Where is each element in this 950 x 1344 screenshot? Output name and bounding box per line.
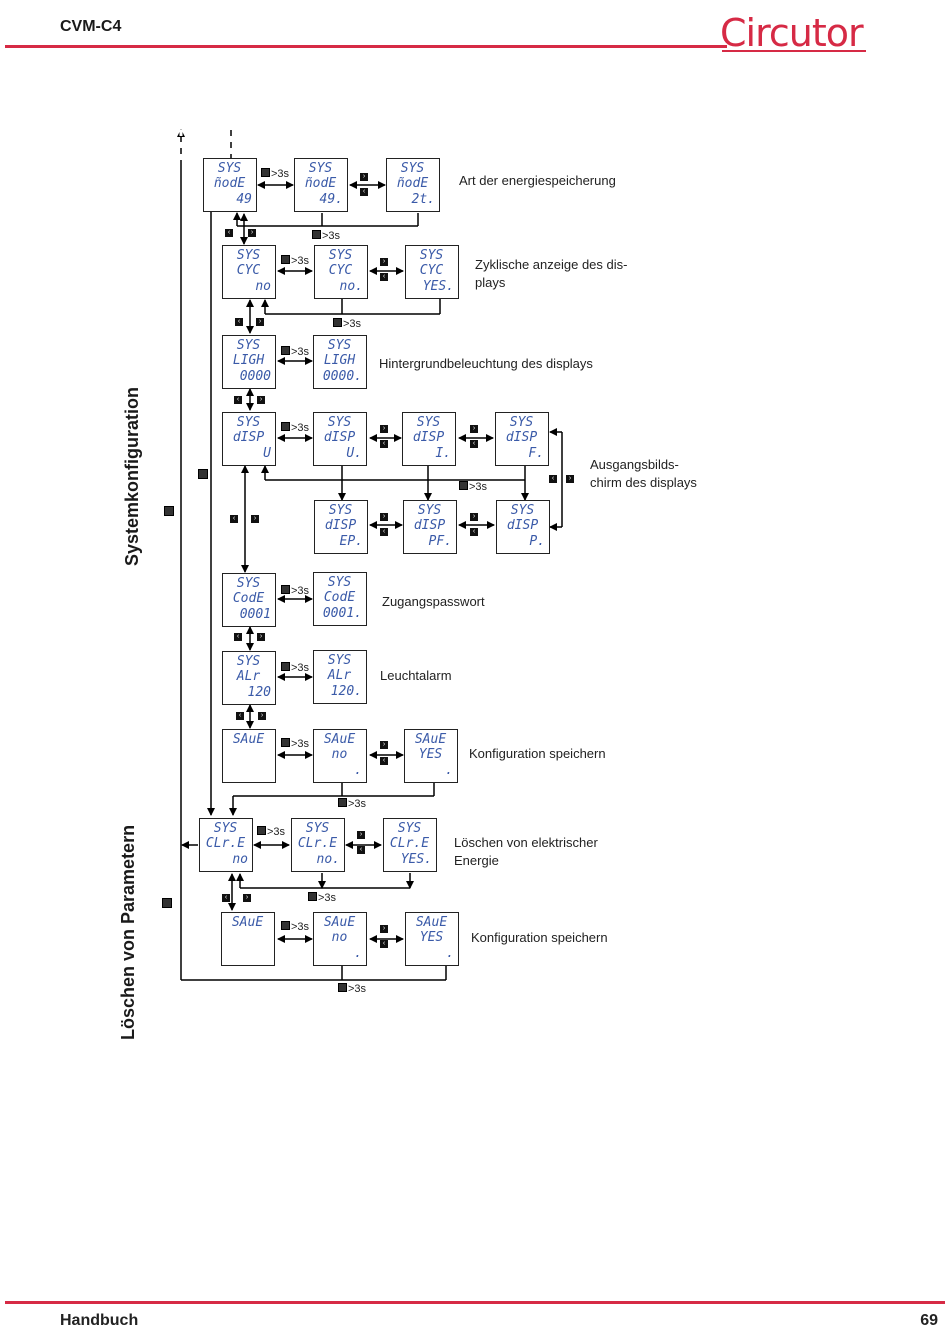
right-key-icon: › — [360, 173, 368, 181]
right-key-icon: › — [248, 229, 256, 237]
left-key-icon: ‹ — [380, 440, 388, 448]
right-key-icon: › — [470, 425, 478, 433]
left-key-icon: ‹ — [470, 528, 478, 536]
hold-3s-label: >3s — [281, 585, 309, 597]
right-key-icon: › — [251, 515, 259, 523]
display-save-1: SAuE — [222, 729, 276, 783]
desc-light-alarm: Leuchtalarm — [380, 668, 452, 683]
desc-save-config: Konfiguration speichern — [469, 746, 606, 761]
set-key-icon — [164, 506, 174, 516]
hold-3s-label: >3s — [459, 481, 487, 493]
right-key-icon: › — [243, 894, 251, 902]
right-key-icon: › — [256, 318, 264, 326]
left-key-icon: ‹ — [380, 273, 388, 281]
footer-rule — [5, 1301, 945, 1304]
circutor-logo: Circutor — [720, 11, 864, 55]
left-key-icon: ‹ — [549, 475, 557, 483]
right-key-icon: › — [380, 741, 388, 749]
left-key-icon: ‹ — [222, 894, 230, 902]
hold-3s-label: >3s — [333, 318, 361, 330]
desc-clear-energy: Löschen von elektrischer Energie — [454, 835, 598, 868]
left-key-icon: ‹ — [234, 633, 242, 641]
footer-manual: Handbuch — [60, 1312, 139, 1329]
hold-3s-label: >3s — [257, 826, 285, 838]
hold-3s-label: >3s — [312, 230, 340, 242]
left-key-icon: ‹ — [235, 318, 243, 326]
left-key-icon: ‹ — [357, 846, 365, 854]
hold-3s-label: >3s — [281, 346, 309, 358]
set-key-icon — [162, 898, 172, 908]
left-key-icon: ‹ — [470, 440, 478, 448]
desc-password: Zugangspasswort — [382, 594, 485, 609]
right-key-icon: › — [470, 513, 478, 521]
left-key-icon: ‹ — [225, 229, 233, 237]
right-key-icon: › — [380, 425, 388, 433]
desc-energy-storage: Art der energiespeicherung — [459, 173, 616, 188]
page-number: 69 — [920, 1312, 938, 1329]
set-key-icon — [198, 469, 208, 479]
hold-3s-label: >3s — [281, 255, 309, 267]
left-key-icon: ‹ — [234, 396, 242, 404]
left-key-icon: ‹ — [360, 188, 368, 196]
left-key-icon: ‹ — [230, 515, 238, 523]
hold-3s-label: >3s — [281, 738, 309, 750]
desc-output-screen: Ausgangsbilds-chirm des displays — [590, 457, 697, 490]
right-key-icon: › — [257, 396, 265, 404]
desc-backlight: Hintergrundbeleuchtung des displays — [379, 356, 593, 371]
right-key-icon: › — [380, 513, 388, 521]
right-key-icon: › — [380, 925, 388, 933]
right-key-icon: › — [258, 712, 266, 720]
logo-underline — [722, 50, 866, 52]
hold-3s-label: >3s — [281, 662, 309, 674]
right-key-icon: › — [566, 475, 574, 483]
hold-3s-label: >3s — [261, 168, 289, 180]
document-header-title: CVM-C4 — [60, 18, 122, 35]
hold-3s-label: >3s — [338, 983, 366, 995]
hold-3s-label: >3s — [308, 892, 336, 904]
header-rule — [5, 45, 727, 48]
right-key-icon: › — [257, 633, 265, 641]
left-key-icon: ‹ — [236, 712, 244, 720]
hold-3s-label: >3s — [281, 422, 309, 434]
left-key-icon: ‹ — [380, 757, 388, 765]
hold-3s-label: >3s — [338, 798, 366, 810]
hold-3s-label: >3s — [281, 921, 309, 933]
right-key-icon: › — [380, 258, 388, 266]
right-key-icon: › — [357, 831, 365, 839]
left-key-icon: ‹ — [380, 940, 388, 948]
desc-save-config-2: Konfiguration speichern — [471, 930, 608, 945]
desc-cyclic-display: Zyklische anzeige des dis-plays — [475, 257, 628, 290]
display-save-b-1: SAuE — [221, 912, 275, 966]
left-key-icon: ‹ — [380, 528, 388, 536]
